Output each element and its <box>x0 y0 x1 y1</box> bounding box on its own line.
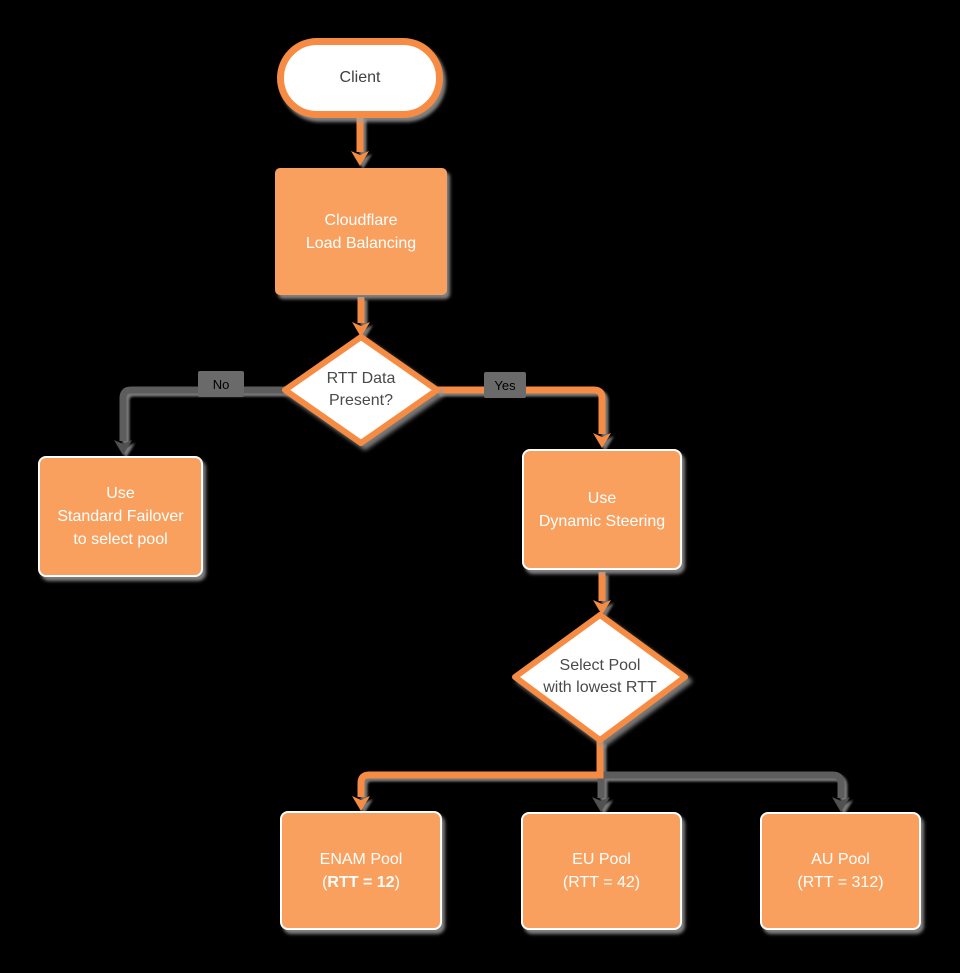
rtt-decision-diamond <box>282 334 440 446</box>
arrow-into-loadbalancing <box>351 151 369 166</box>
node-line: Use <box>587 489 617 507</box>
edge-to-enam-pool <box>357 741 604 797</box>
node-line: RTT Data <box>326 370 396 387</box>
rtt-close-paren: ) <box>394 873 400 891</box>
arrow-into-enam-pool <box>352 796 370 811</box>
edge-label-no: No <box>198 371 244 397</box>
node-line: Load Balancing <box>305 234 417 252</box>
node-enam-pool: ENAM Pool (RTT = 12) <box>280 811 442 930</box>
arrow-into-eu-pool <box>592 797 610 812</box>
node-line: EU Pool <box>572 851 631 868</box>
edges <box>114 116 850 812</box>
edge-no-branch <box>119 386 287 441</box>
arrow-into-standard-failover <box>114 440 132 455</box>
node-line: with lowest RTT <box>543 679 657 696</box>
rtt-value-bold: RTT = 12 <box>327 873 395 891</box>
node-line: Standard Failover <box>57 508 184 525</box>
node-line: to select pool <box>73 531 168 548</box>
arrow-into-au-pool <box>832 797 850 812</box>
node-standard-failover: Use Standard Failover to select pool <box>38 456 203 577</box>
edge-yes-branch <box>436 386 606 434</box>
select-pool-diamond <box>512 612 688 743</box>
node-line: (RTT = 42) <box>562 874 641 891</box>
node-line: Cloudflare <box>324 211 398 229</box>
node-dynamic-steering: Use Dynamic Steering <box>522 449 682 570</box>
arrow-into-rtt-decision <box>352 322 370 337</box>
node-au-pool: AU Pool (RTT = 312) <box>760 812 921 930</box>
edge-label-text: No <box>212 376 230 392</box>
edge-label-yes: Yes <box>484 372 526 398</box>
edge-to-au-pool <box>601 771 845 798</box>
rtt-decision-label: RTT Data Present? <box>281 362 441 418</box>
node-line: Dynamic Steering <box>538 512 666 530</box>
rtt-open-paren: ( <box>322 873 328 891</box>
node-line: (RTT = 312) <box>797 874 884 891</box>
edge-label-text: Yes <box>494 377 516 393</box>
node-line: Use <box>106 485 135 502</box>
node-client: Client <box>277 38 443 118</box>
node-line: Client <box>339 69 381 86</box>
arrow-into-select-pool <box>593 600 611 615</box>
node-line: Select Pool <box>559 657 641 674</box>
node-line: AU Pool <box>811 851 870 868</box>
node-line: (RTT = 12) <box>322 871 400 894</box>
arrow-into-dynamic-steering <box>593 433 611 448</box>
node-line: Present? <box>328 392 394 409</box>
node-load-balancing: Cloudflare Load Balancing <box>275 168 447 295</box>
node-eu-pool: EU Pool (RTT = 42) <box>521 812 682 930</box>
select-pool-label: Select Pool with lowest RTT <box>510 649 690 705</box>
node-line: ENAM Pool <box>319 850 403 868</box>
